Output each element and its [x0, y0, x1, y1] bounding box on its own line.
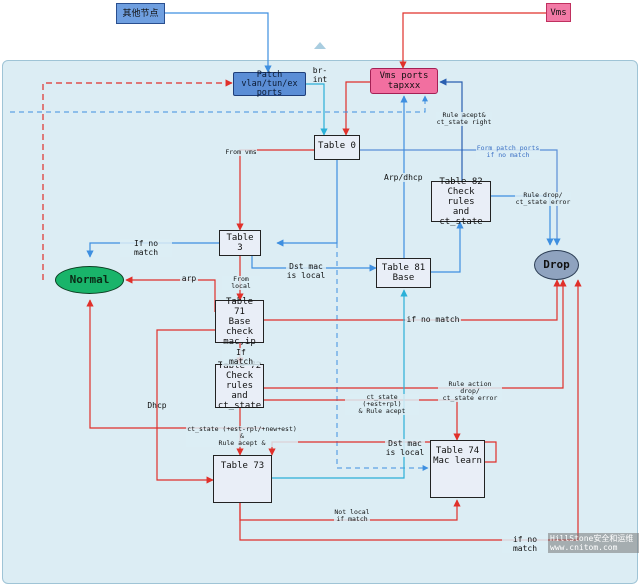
label-dst-mac-local-table3: Dst mac is local	[286, 262, 326, 280]
edge-return-dashed	[10, 95, 428, 113]
vms-source-box: Vms	[546, 3, 571, 22]
table81-node: Table 81 Base	[376, 258, 431, 288]
label-arp-dhcp: Arp/dhcp	[384, 173, 423, 182]
table0-node: Table 0	[314, 135, 360, 160]
edge-table71-dhcp-to-table73	[156, 329, 215, 484]
label-from-local: From local	[222, 276, 260, 290]
table3-node: Table 3	[219, 230, 261, 256]
edge-table82-to-vmsports	[439, 78, 463, 181]
edge-table72-to-drop	[264, 279, 567, 389]
panel-caret	[314, 42, 326, 49]
label-arp: arp	[180, 274, 198, 283]
edge-table0-to-drop	[360, 149, 561, 246]
table74-node: Table 74 Mac learn	[430, 440, 485, 498]
label-if-match: If match	[222, 348, 260, 366]
label-dhcp: Dhcp	[147, 401, 167, 410]
edge-vmsports-to-table0	[342, 81, 370, 136]
edge-table3-to-table81	[251, 256, 377, 272]
edge-bottom-to-drop	[239, 279, 582, 541]
label-ct-state-est-rpl: ct_state (+est+rpl) & Rule acept	[345, 394, 419, 415]
edge-table81-to-table82	[431, 221, 464, 273]
edge-normal-to-patch-dashed	[42, 79, 233, 280]
table72-node: Table 72 Check rules and ct_state	[215, 361, 264, 411]
label-br-int: br-int	[312, 66, 328, 84]
edge-table0-down-cyan	[276, 160, 338, 247]
drop-node: Drop	[534, 250, 579, 280]
watermark: HillStone安全和运维 www.cnitom.com	[548, 533, 639, 553]
label-not-local-if-match: Not local if match	[334, 508, 370, 523]
edge-table0-to-table3	[236, 149, 314, 231]
label-if-no-match-table71: if no match	[405, 315, 461, 324]
edge-other-node-to-patch	[165, 12, 272, 73]
label-if-no-match-bottom: if no match	[502, 535, 548, 553]
table73-node: Table 73	[213, 455, 272, 503]
label-ct-state-est-rpl-new-est: ct_state (+est-rpl/+new+est) & Rule acep…	[186, 425, 298, 447]
normal-node: Normal	[55, 266, 124, 294]
label-rule-action-drop: Rule action drop/ ct_state error	[438, 381, 502, 402]
edge-vms-to-vms-ports	[399, 12, 546, 69]
label-dst-mac-local-table74: Dst mac is local	[385, 439, 425, 457]
vms-ports-node: Vms ports tapxxx	[370, 68, 438, 94]
table82-node: Table 82 Check rules and ct_state	[431, 177, 491, 227]
edge-table71-to-drop	[264, 279, 561, 321]
edge-table73-to-table81	[272, 289, 408, 479]
label-if-no-match-table3: If no match	[120, 239, 172, 257]
label-rule-acept-ct-state-right: Rule acept& ct_state right	[436, 111, 492, 126]
table71-node: Table 71 Base check mac,ip	[215, 297, 264, 347]
edge-table71-arp-to-normal	[125, 276, 216, 312]
edge-patch-to-table0	[306, 83, 328, 136]
label-rule-drop-ct-state-error: Rule drop/ ct_state error	[515, 191, 571, 206]
other-node-box: 其他节点	[116, 3, 165, 24]
edge-table3-to-normal	[86, 242, 219, 258]
patch-ports-node: Patch vlan/tun/ex ports	[233, 70, 306, 97]
edge-table0-dashed-to-t74	[336, 243, 429, 471]
label-form-patch-ports: Form patch ports if no match	[476, 144, 540, 159]
label-from-vms: From vms	[225, 148, 257, 156]
